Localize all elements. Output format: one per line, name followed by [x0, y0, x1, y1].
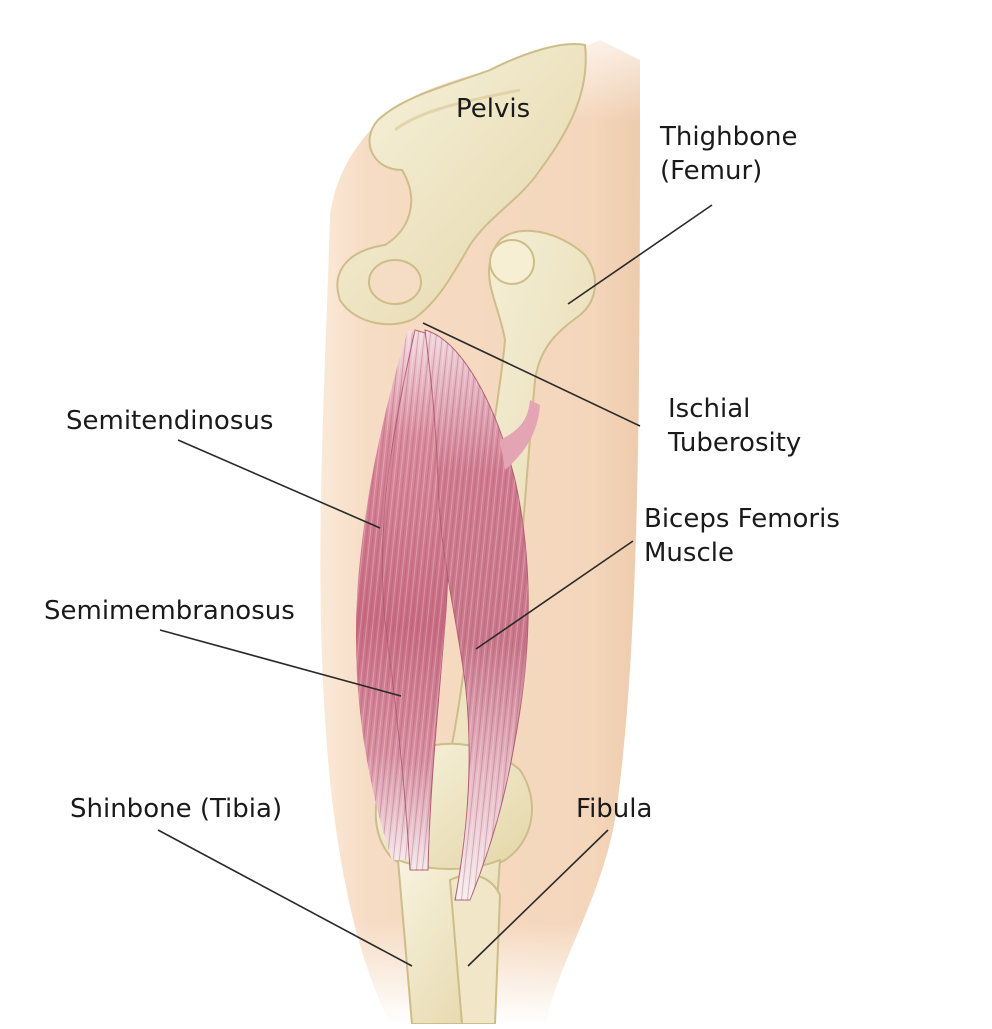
- thighbone-leader-line: [567, 204, 713, 305]
- label-shinbone-text: Shinbone (Tibia): [70, 794, 283, 824]
- label-ischial-line2: Tuberosity: [668, 428, 802, 458]
- label-biceps-line1: Biceps Femoris: [644, 504, 840, 534]
- semimembranosus-leader-line: [159, 629, 402, 697]
- leader-lines: [157, 204, 713, 967]
- shinbone-leader-line: [157, 829, 413, 967]
- label-semitendinosus: Semitendinosus: [66, 404, 273, 438]
- label-pelvis-text: Pelvis: [456, 94, 531, 124]
- label-semimembranosus: Semimembranosus: [44, 594, 295, 628]
- label-ischial-line1: Ischial: [668, 394, 751, 424]
- label-semitendinosus-text: Semitendinosus: [66, 406, 274, 436]
- pelvis-bone: [336, 43, 587, 326]
- biceps-leader-line: [475, 540, 634, 650]
- label-biceps-femoris: Biceps Femoris Muscle: [644, 502, 840, 570]
- label-fibula: Fibula: [576, 792, 652, 826]
- biceps-femoris-muscle: [424, 329, 540, 901]
- ischial-leader-line: [422, 322, 641, 427]
- label-thighbone: Thighbone (Femur): [660, 120, 797, 188]
- semitendinosus-muscle: [381, 329, 449, 871]
- label-fibula-text: Fibula: [576, 794, 653, 824]
- label-biceps-line2: Muscle: [644, 538, 734, 568]
- label-pelvis: Pelvis: [456, 92, 530, 126]
- fibula-leader-line: [467, 829, 609, 967]
- label-thighbone-line1: Thighbone: [660, 122, 798, 152]
- label-semimembranosus-text: Semimembranosus: [44, 596, 295, 626]
- semitendinosus-leader-line: [177, 439, 381, 529]
- label-ischial-tuberosity: Ischial Tuberosity: [668, 392, 801, 460]
- label-thighbone-line2: (Femur): [660, 156, 763, 186]
- label-shinbone: Shinbone (Tibia): [70, 792, 282, 826]
